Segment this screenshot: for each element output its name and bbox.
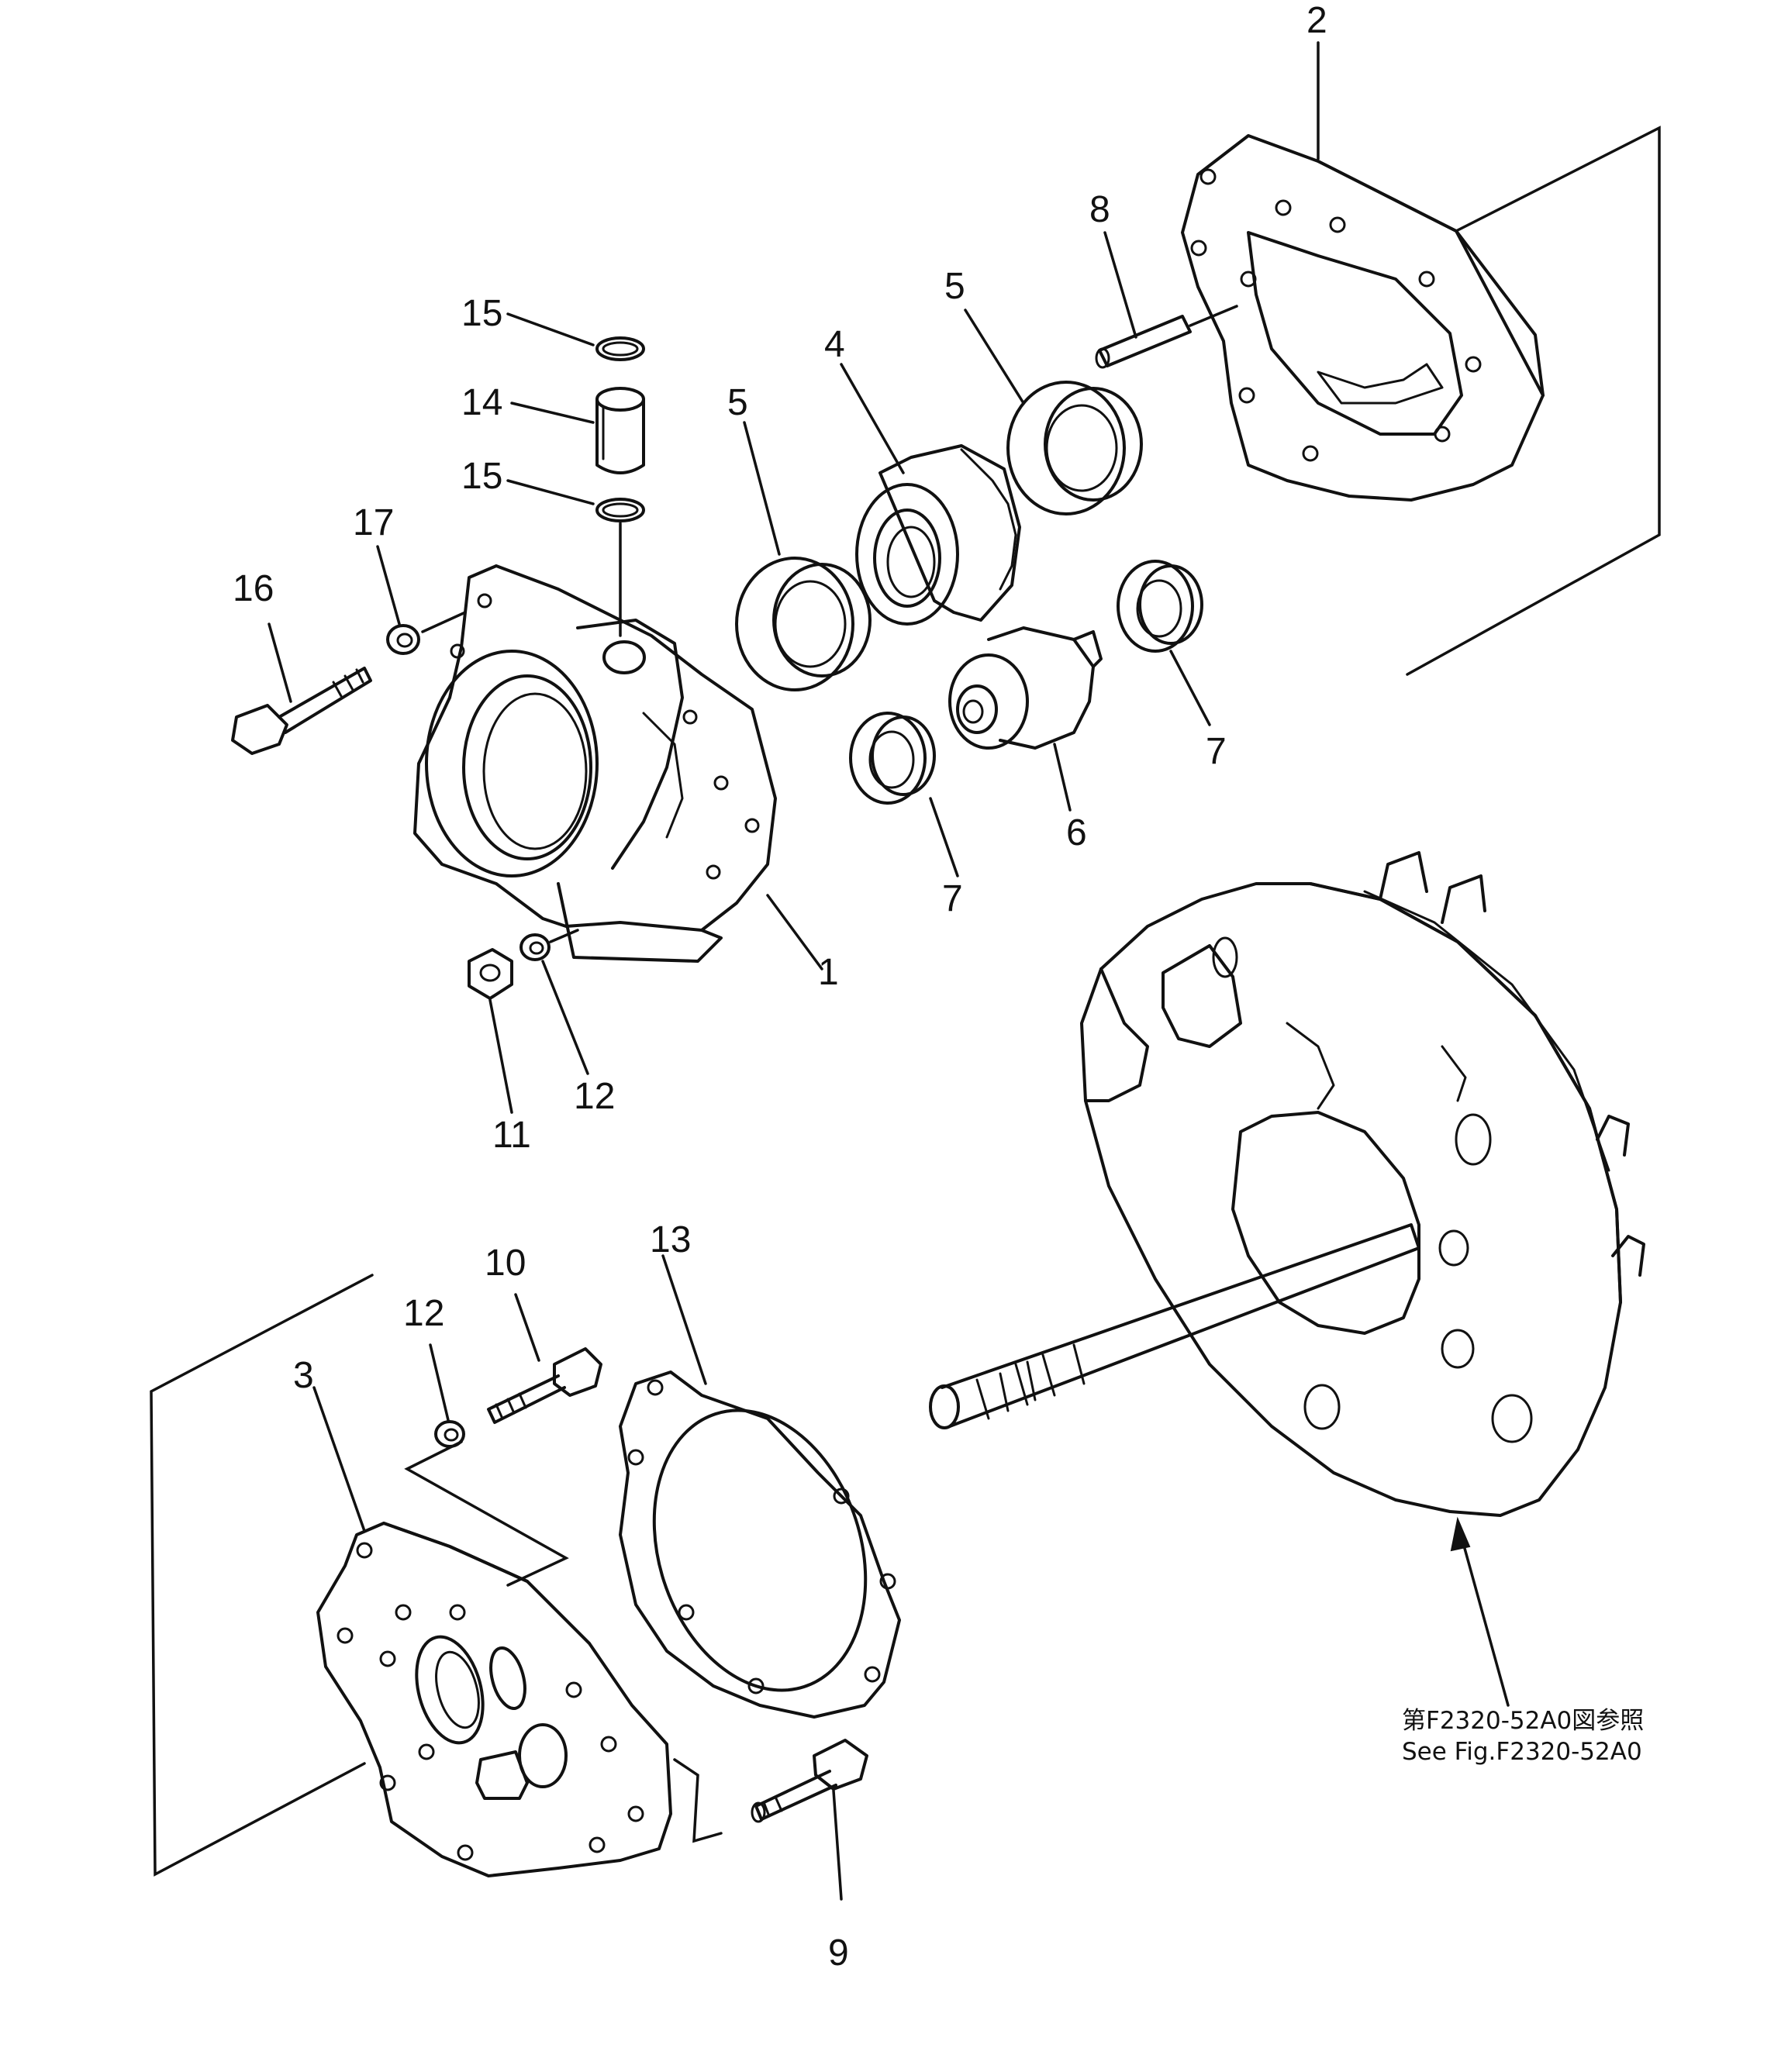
part-2-pump-body xyxy=(1181,134,1545,502)
leader-4 xyxy=(840,363,905,474)
callout-5-right: 5 xyxy=(944,266,965,307)
callout-16: 16 xyxy=(233,568,274,609)
callout-7-lower: 7 xyxy=(942,878,963,919)
callout-1: 1 xyxy=(818,952,839,993)
leader-9 xyxy=(832,1789,843,1901)
part-3-cover-plate xyxy=(316,1522,672,1877)
part-7-bearing-lower xyxy=(849,712,936,805)
leader-5b xyxy=(964,309,1025,405)
bracket-line-right xyxy=(1406,126,1661,676)
leader-16 xyxy=(268,622,292,703)
callout-13: 13 xyxy=(650,1219,691,1260)
callout-15-upper: 15 xyxy=(461,293,502,334)
callout-12-lower: 12 xyxy=(403,1293,444,1334)
leader-10 xyxy=(514,1293,540,1362)
leader-5a xyxy=(743,421,781,556)
part-5-bearing-left xyxy=(735,557,872,691)
part-15-o-ring-lower xyxy=(595,498,645,522)
reference-note: 第F2320-52A0図参照 See Fig.F2320-52A0 xyxy=(1402,1707,1644,1766)
bracket-line-left xyxy=(150,1274,374,1877)
callout-12-upper: 12 xyxy=(574,1076,615,1117)
part-12-washer-upper xyxy=(519,933,551,961)
leader-11 xyxy=(488,998,513,1114)
leader-15b xyxy=(506,479,595,505)
leader-6 xyxy=(1053,743,1072,812)
callout-15-lower: 15 xyxy=(461,456,502,497)
leader-12a xyxy=(541,960,589,1075)
leader-12b xyxy=(429,1343,450,1422)
callout-2: 2 xyxy=(1306,0,1327,41)
leader-17 xyxy=(376,545,401,626)
part-7-bearing-upper xyxy=(1117,560,1203,653)
part-13-gasket xyxy=(619,1370,901,1719)
bracket-line-12 xyxy=(404,1440,569,1587)
part-9-bolt xyxy=(751,1739,868,1823)
leader-13 xyxy=(661,1254,707,1385)
callout-17: 17 xyxy=(353,502,394,543)
callout-14: 14 xyxy=(461,382,502,423)
part-11-nut xyxy=(468,948,513,1000)
ref-arrowhead xyxy=(1450,1516,1471,1552)
part-15-o-ring-upper xyxy=(595,336,645,361)
callout-3: 3 xyxy=(293,1355,314,1396)
part-17-washer xyxy=(386,624,420,655)
callout-9: 9 xyxy=(828,1932,849,1974)
leader-lines xyxy=(268,41,1510,1901)
part-16-bolt xyxy=(231,667,372,755)
part-14-sleeve xyxy=(595,387,645,474)
leader-line-12b xyxy=(549,929,579,943)
leader-14 xyxy=(510,402,595,424)
leader-7b xyxy=(929,797,959,877)
leader-15a xyxy=(506,312,595,346)
leader-1 xyxy=(766,894,823,970)
callout-7-upper: 7 xyxy=(1206,731,1227,772)
part-5-bearing-right xyxy=(1006,381,1143,515)
callout-5-left: 5 xyxy=(727,382,748,423)
callout-labels: 2 8 5 15 4 14 5 15 17 16 7 6 7 1 12 11 1… xyxy=(233,0,1327,1974)
reference-note-english: See Fig.F2320-52A0 xyxy=(1402,1738,1642,1766)
callout-6: 6 xyxy=(1066,812,1087,853)
part-8-dowel-pin xyxy=(1095,315,1192,369)
leader-7a xyxy=(1169,650,1211,726)
leader-8 xyxy=(1103,231,1137,339)
part-6-driven-gear xyxy=(948,626,1103,750)
torque-converter-assembly xyxy=(929,851,1645,1517)
callout-8: 8 xyxy=(1089,189,1110,230)
leader-ref xyxy=(1456,1522,1510,1707)
leader-3 xyxy=(312,1386,366,1532)
callout-11: 11 xyxy=(492,1115,531,1156)
leader-line-17b xyxy=(421,611,467,633)
reference-note-japanese: 第F2320-52A0図参照 xyxy=(1402,1707,1644,1735)
callout-10: 10 xyxy=(485,1243,526,1284)
part-10-bolt xyxy=(487,1347,602,1424)
part-1-pump-case xyxy=(413,564,777,963)
bracket-line-9 xyxy=(673,1758,723,1843)
callout-4: 4 xyxy=(824,324,845,365)
leader-line-8b xyxy=(1189,305,1238,327)
part-4-drive-gear xyxy=(855,444,1021,626)
